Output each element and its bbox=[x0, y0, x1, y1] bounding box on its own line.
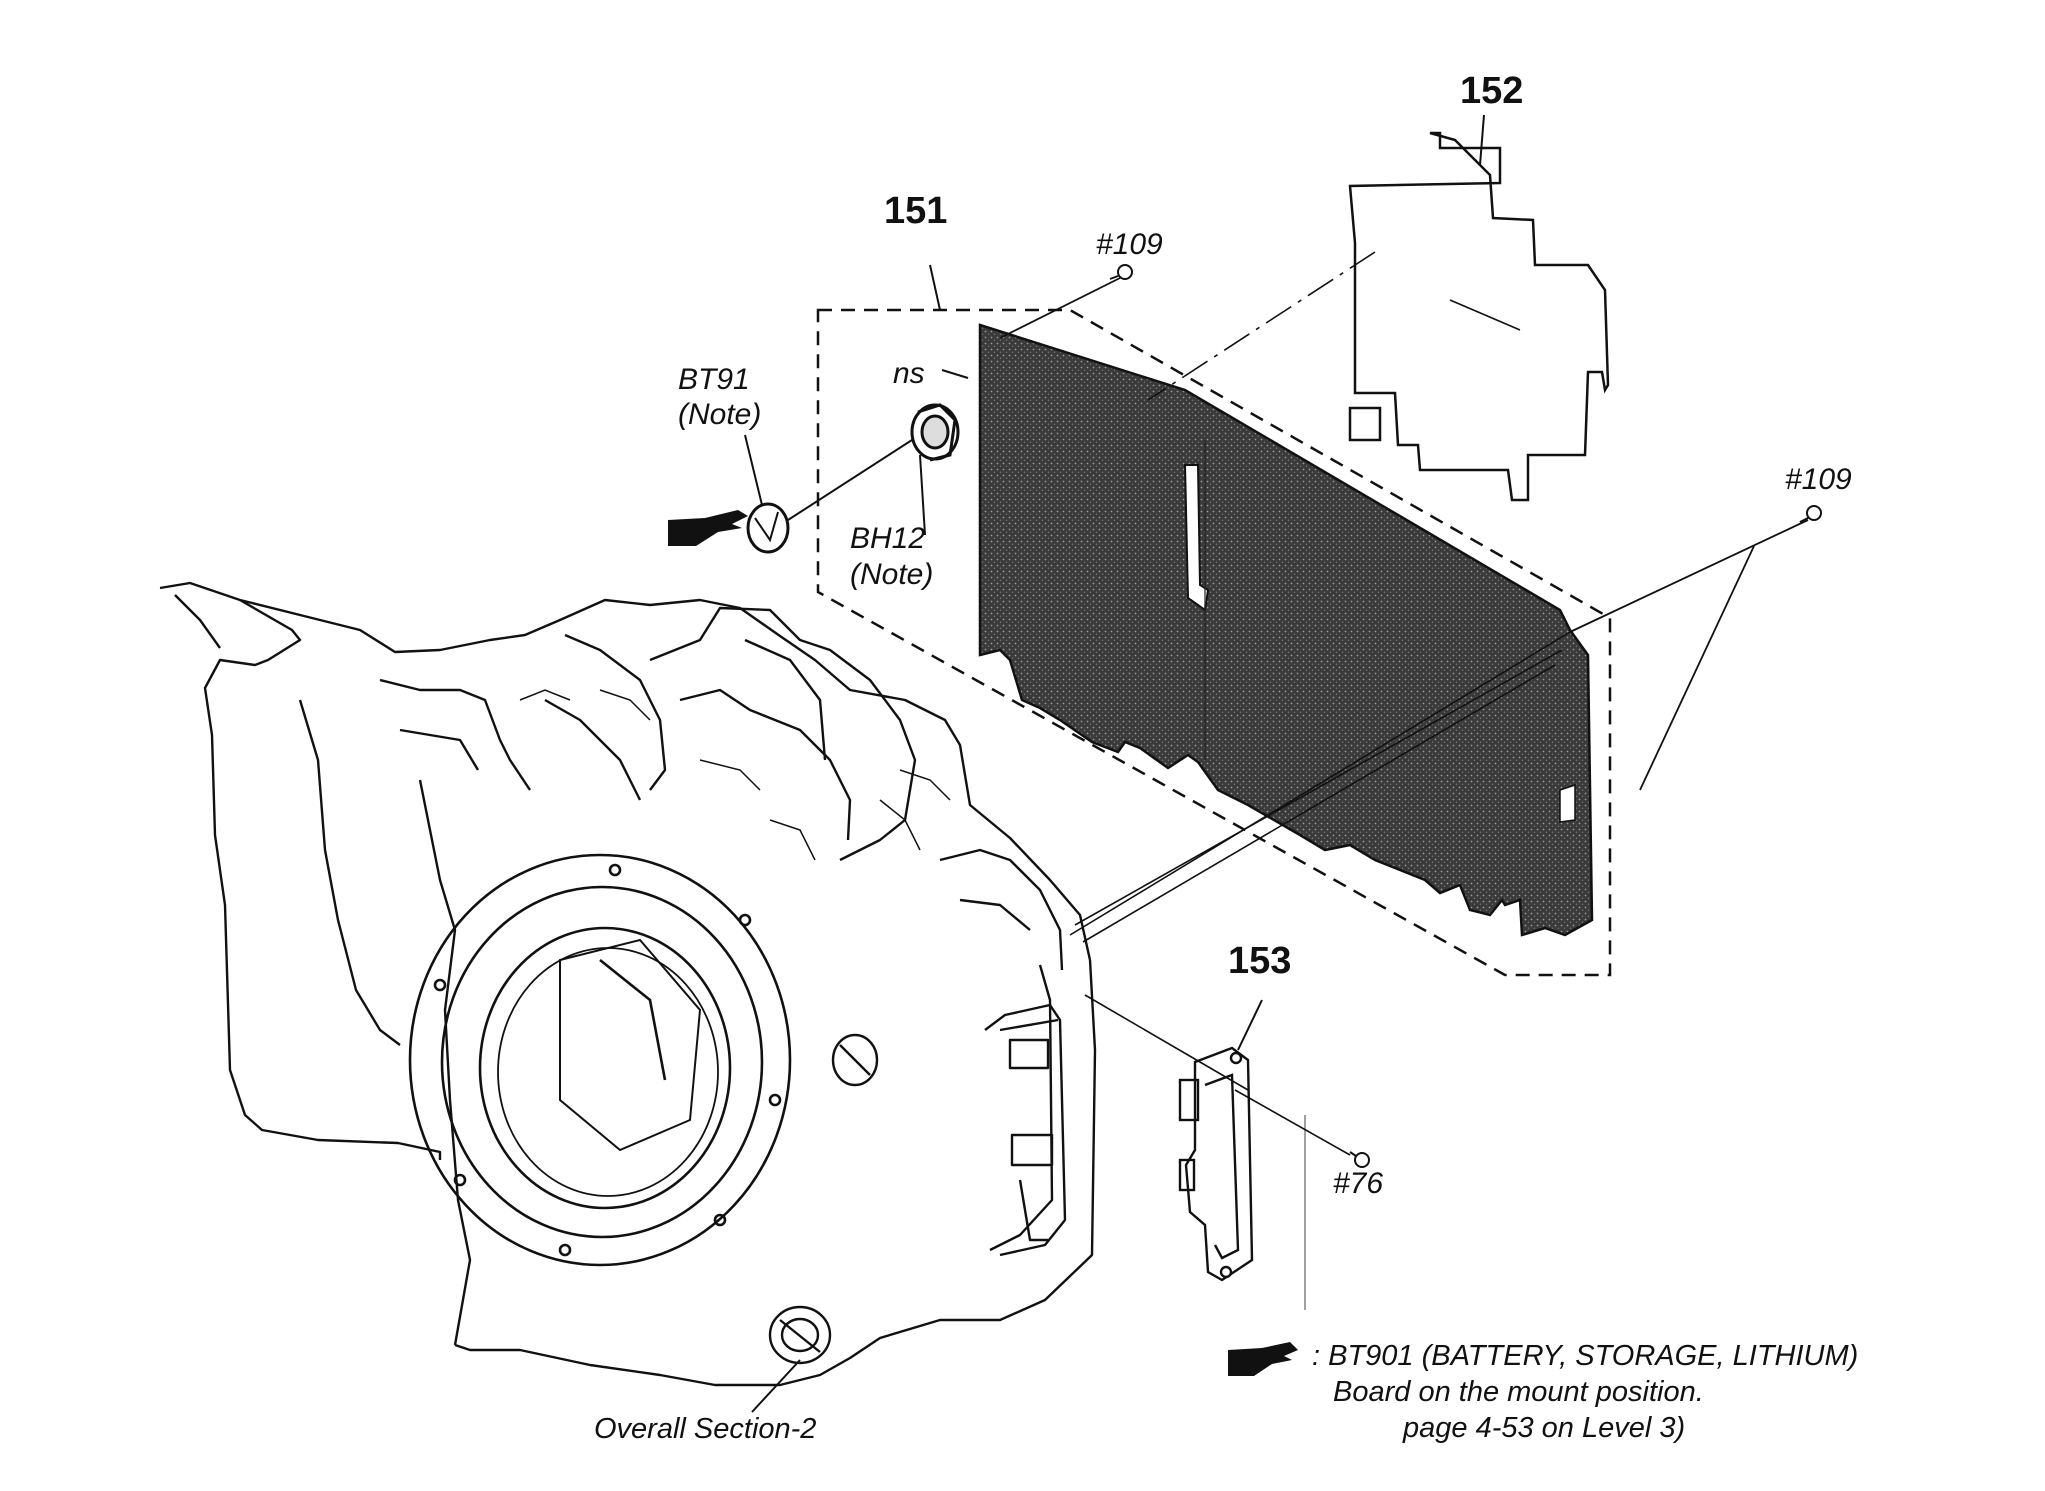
screw-76-label: #76 bbox=[1333, 1167, 1384, 1200]
bt91-axis-line bbox=[787, 439, 913, 521]
leader-ns bbox=[941, 369, 969, 379]
bt91-label: BT91 bbox=[678, 363, 750, 396]
footnote-pointing-hand-icon bbox=[1228, 1342, 1298, 1376]
leader-151 bbox=[929, 264, 941, 311]
leader-bh12 bbox=[919, 454, 926, 536]
assembly-lines bbox=[1069, 251, 1571, 943]
lens-mount bbox=[408, 853, 792, 1267]
part-153-label: 153 bbox=[1228, 940, 1292, 982]
screw-109-right bbox=[1799, 505, 1822, 523]
leader-153 bbox=[1237, 999, 1263, 1051]
footnote-line-1: : BT901 (BATTERY, STORAGE, LITHIUM) bbox=[1312, 1340, 1859, 1372]
part-152-sheet bbox=[1348, 131, 1610, 502]
part-153-board bbox=[1178, 1046, 1254, 1282]
footnote-line-3: page 4-53 on Level 3) bbox=[1403, 1412, 1686, 1444]
bt91-coin-battery bbox=[746, 502, 790, 554]
camera-body-frame bbox=[159, 581, 1097, 1387]
part-151-dashed-outline bbox=[816, 308, 1612, 977]
leader-bt91 bbox=[744, 434, 763, 506]
screw-109-top bbox=[1109, 264, 1133, 280]
bh12-label: BH12 bbox=[850, 522, 926, 555]
footnote-line-2: Board on the mount position. bbox=[1333, 1376, 1704, 1408]
bh12-note-label: (Note) bbox=[850, 558, 934, 591]
top-mechanism-detail bbox=[519, 689, 951, 861]
overall-section-label: Overall Section-2 bbox=[594, 1413, 817, 1445]
part-151-label: 151 bbox=[884, 190, 948, 232]
ns-label: ns bbox=[893, 357, 925, 390]
leader-screw-109-top bbox=[999, 277, 1121, 339]
leader-screw-109-right bbox=[1569, 519, 1809, 791]
bt91-note-label: (Note) bbox=[678, 398, 762, 431]
screw-109-right-label: #109 bbox=[1785, 463, 1852, 496]
screw-76 bbox=[1349, 1151, 1370, 1168]
assembly-lines-153 bbox=[1084, 994, 1351, 1310]
pointing-hand-icon bbox=[668, 510, 748, 546]
part-152-label: 152 bbox=[1460, 70, 1524, 112]
leader-overall-section bbox=[751, 1359, 801, 1413]
bh12-holder bbox=[910, 403, 960, 462]
leader-152 bbox=[1479, 114, 1485, 166]
part-151-board bbox=[978, 323, 1594, 937]
screw-109-top-label: #109 bbox=[1096, 228, 1163, 261]
